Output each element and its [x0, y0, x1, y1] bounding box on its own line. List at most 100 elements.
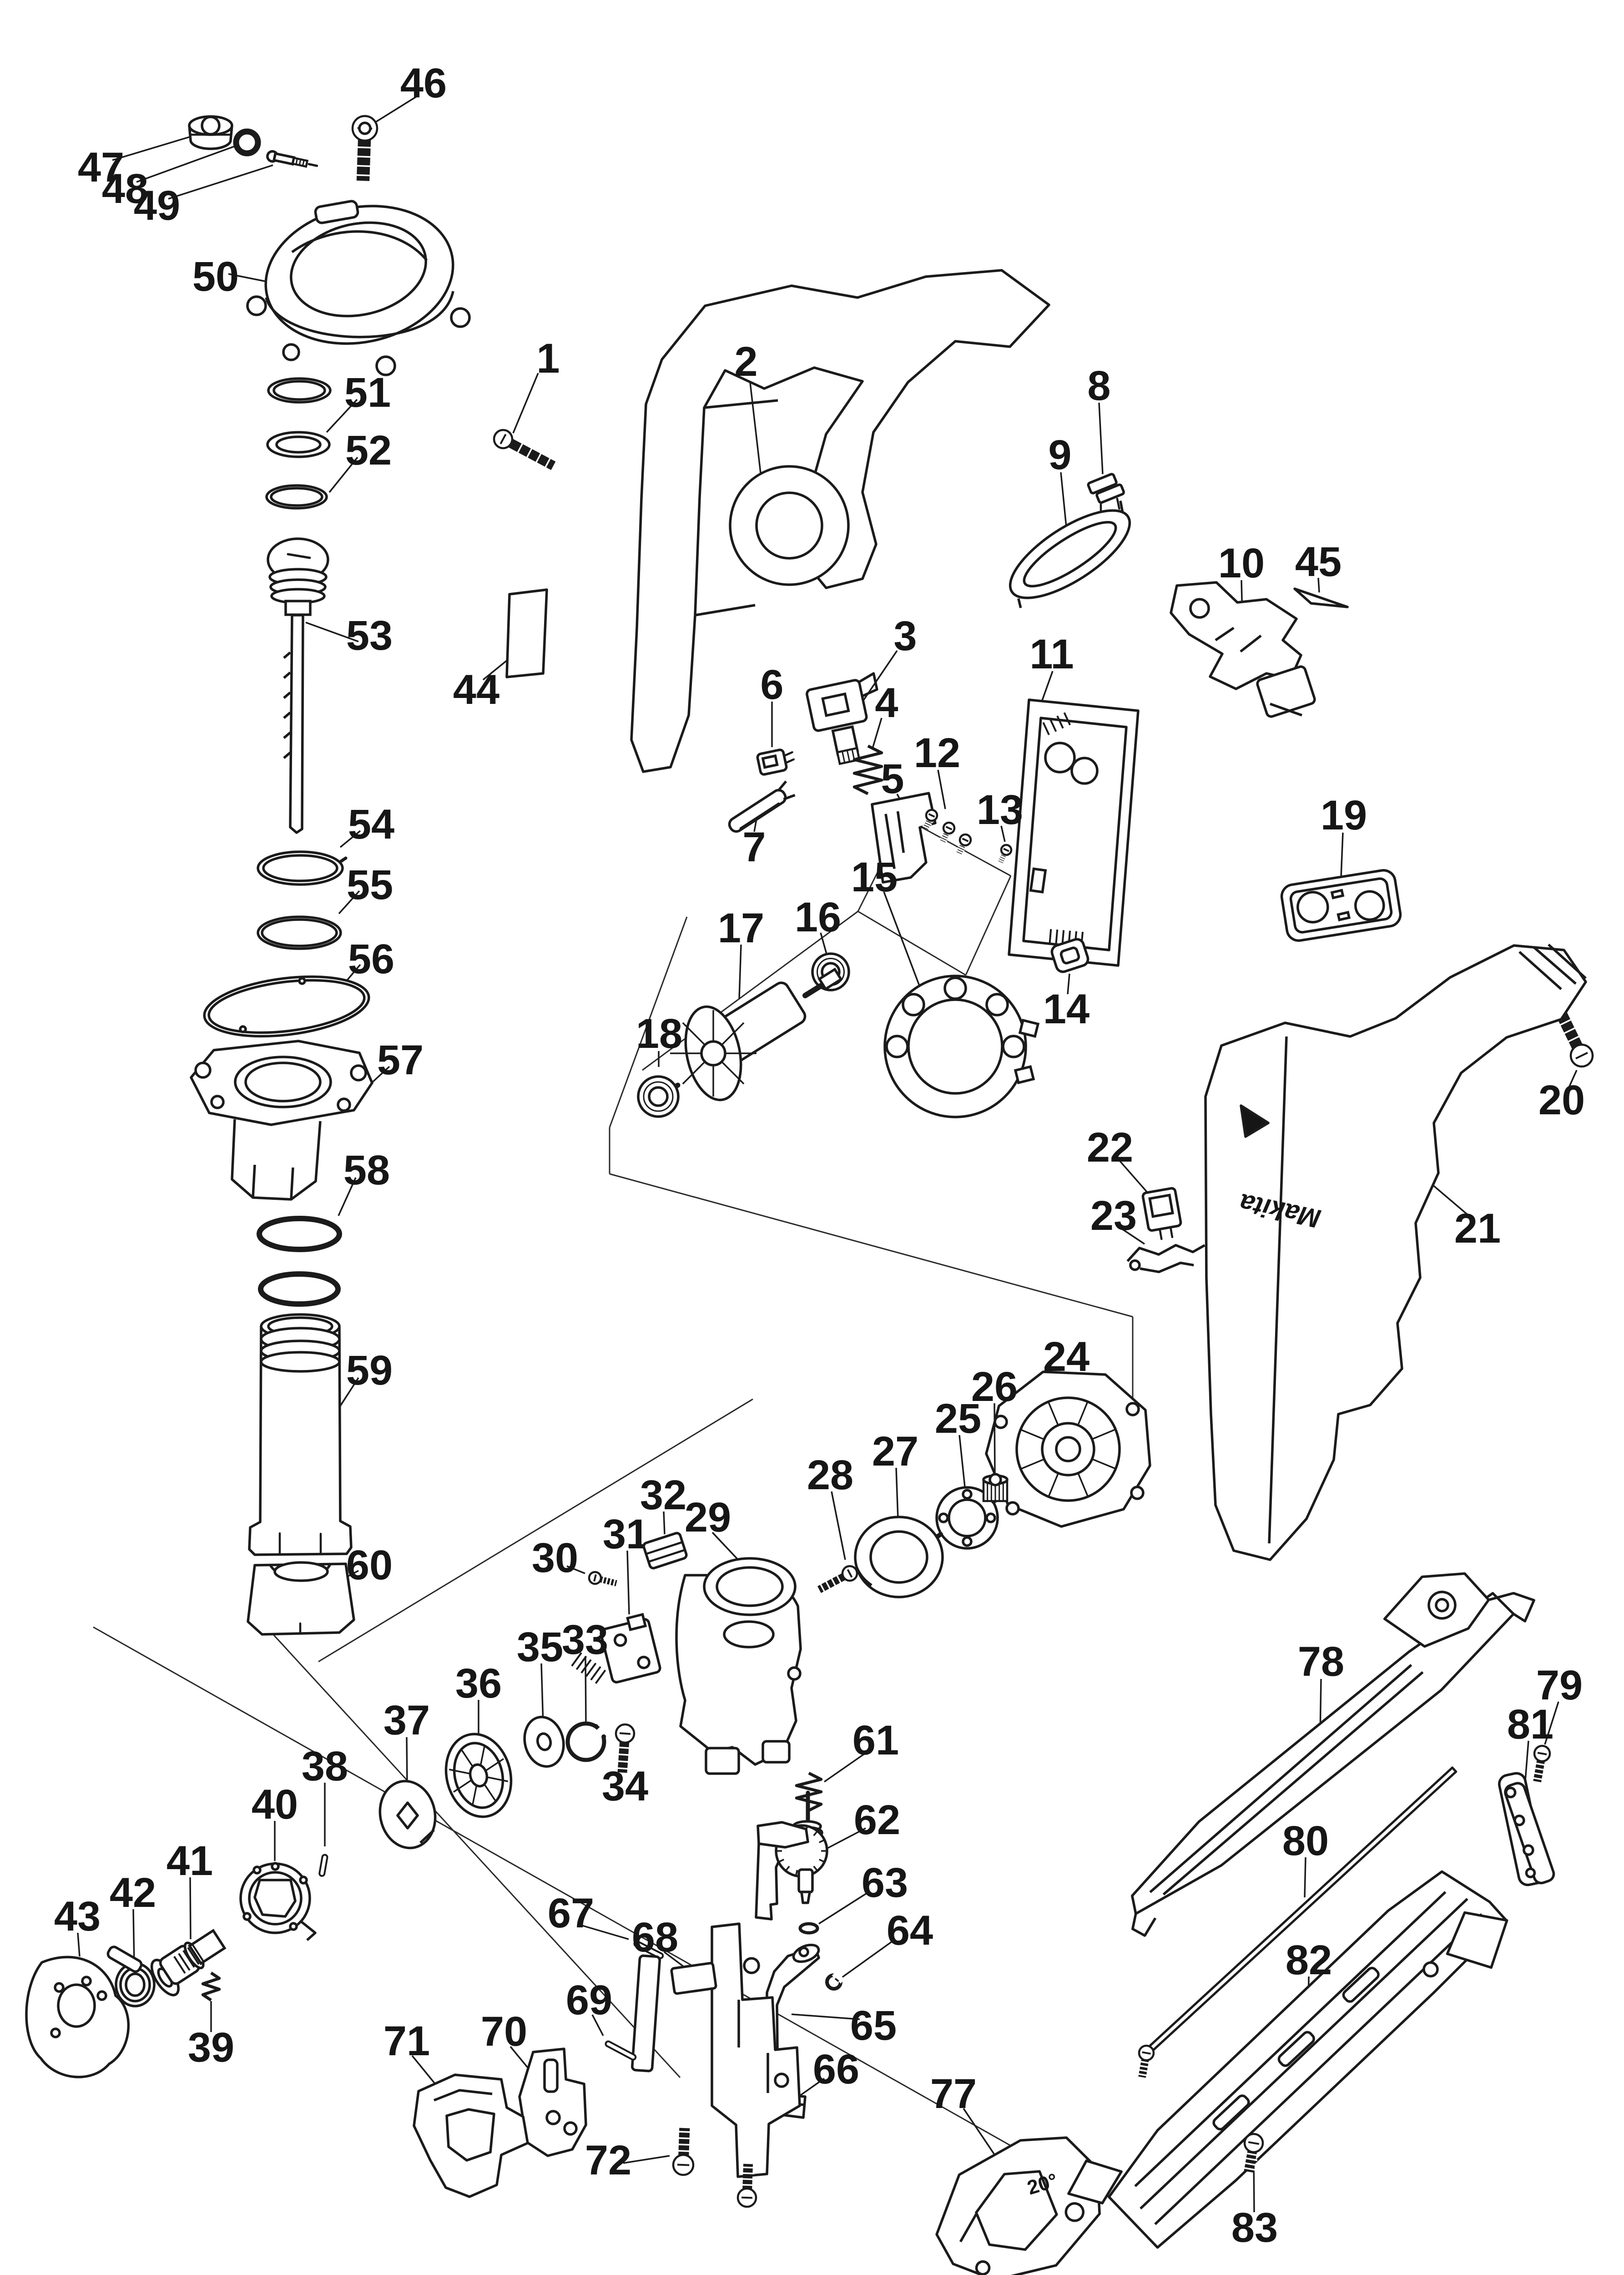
shape-rect — [1087, 473, 1118, 495]
part-69-label: 69 — [566, 1977, 612, 2023]
shape-path — [884, 811, 905, 869]
part-27: 27 — [854, 1428, 944, 1598]
part-23-leader — [1122, 1228, 1145, 1245]
part-31-leader — [626, 1550, 630, 1615]
part-5-glyph — [871, 792, 937, 884]
shape-path — [1108, 1870, 1508, 2249]
part-41: 41 — [150, 1838, 227, 1997]
part-61-glyph — [795, 1772, 823, 1812]
shape-circle — [337, 1097, 351, 1112]
part-32: 32 — [640, 1472, 688, 1570]
part-36: 36 — [444, 1660, 513, 1818]
part-19: 19 — [1280, 792, 1402, 942]
part-11-leader — [1041, 671, 1054, 702]
part-72-leader — [623, 2155, 670, 2164]
part-26-label: 26 — [971, 1364, 1018, 1410]
part-69-glyph — [605, 2040, 637, 2061]
part-61-leader — [824, 1752, 867, 1783]
shape-circle — [50, 2027, 61, 2038]
shape-path — [289, 614, 304, 834]
shape-path — [301, 1921, 317, 1941]
shape-pin — [633, 1940, 664, 1959]
part-47: 47 — [78, 115, 233, 191]
shape-ellipse — [261, 918, 338, 947]
shape-spokes — [1021, 1402, 1115, 1496]
shape-path — [1126, 1244, 1205, 1262]
part-58-glyph — [257, 1216, 342, 1307]
shape-ellipse — [262, 854, 338, 882]
part-9-label: 9 — [1048, 432, 1071, 478]
part-27-label: 27 — [872, 1428, 918, 1475]
part-81-glyph — [1498, 1772, 1555, 1886]
part-82-glyph — [1067, 1870, 1508, 2249]
part-61: 61 — [795, 1717, 899, 1812]
shape-screw — [817, 1565, 858, 1593]
shape-spring — [201, 1972, 221, 2002]
shape-circle — [271, 1862, 280, 1871]
shape-circle — [1005, 1501, 1020, 1516]
part-67-glyph — [633, 1940, 664, 1959]
part-35-leader — [540, 1663, 544, 1725]
part-11-label: 11 — [1029, 631, 1074, 677]
shape-rect — [106, 1946, 143, 1973]
part-80-leader — [1304, 1857, 1306, 1898]
shape-ellipse — [57, 1983, 96, 2028]
shape-circle — [938, 1512, 949, 1523]
part-7-label: 7 — [742, 824, 766, 870]
part-47-leader — [112, 136, 192, 161]
part-53-leader — [305, 622, 359, 642]
shape-circle — [299, 1876, 308, 1885]
shape-knurl — [291, 157, 309, 168]
shape-circle — [81, 1976, 92, 1987]
shape-line — [645, 1541, 684, 1555]
part-66-label: 66 — [813, 2046, 859, 2093]
part-14-label: 14 — [1043, 986, 1089, 1032]
shape-rect — [187, 1929, 227, 1966]
part-35-glyph — [523, 1715, 565, 1768]
shape-rect — [1095, 483, 1125, 504]
shape-circle — [962, 1489, 973, 1500]
shape-circle — [907, 998, 1004, 1095]
shape-path — [1204, 944, 1587, 1561]
part-15-glyph — [883, 975, 1040, 1118]
part-10-glyph — [1170, 581, 1316, 718]
part-13-label: 13 — [977, 787, 1023, 833]
shape-circle — [1435, 1598, 1449, 1613]
shape-ellipse — [869, 1530, 928, 1584]
part-48-label: 48 — [102, 166, 148, 212]
part-12-label: 12 — [914, 730, 960, 776]
part-22-label: 22 — [1087, 1124, 1133, 1171]
part-50: 50 — [192, 200, 471, 376]
shape-path — [433, 2089, 493, 2102]
part-2: 2 — [630, 269, 1050, 773]
shape-comb — [173, 1944, 204, 1974]
part-33-label: 33 — [562, 1617, 608, 1663]
part-67: 67 — [548, 1890, 664, 1959]
shape-circle — [545, 2110, 561, 2125]
shape-path — [1067, 2159, 1123, 2204]
part-30-leader — [566, 1565, 585, 1574]
part-42-leader — [132, 1909, 135, 1965]
part-49-leader — [168, 164, 273, 200]
part-83: 83 — [1137, 2044, 1278, 2251]
shape-circle — [975, 2260, 991, 2275]
part-30-glyph — [588, 1571, 617, 1587]
shape-path — [252, 1164, 294, 1200]
part-43-glyph — [25, 1946, 143, 2078]
shape-circle — [962, 1536, 973, 1547]
shape-path — [975, 2170, 1058, 2251]
part-8: 8 — [1087, 363, 1125, 516]
shape-circle — [282, 343, 300, 361]
part-64-glyph — [825, 1971, 845, 1991]
part-19-label: 19 — [1321, 792, 1367, 839]
shape-circle — [902, 993, 925, 1016]
part-56-glyph — [203, 975, 370, 1038]
part-46-label: 46 — [400, 60, 447, 106]
part-60-label: 60 — [346, 1542, 393, 1588]
shape-path — [291, 230, 428, 261]
shape-line — [1116, 497, 1120, 510]
part-50-glyph — [246, 200, 471, 376]
part-67-label: 67 — [548, 1890, 594, 1936]
part-25-label: 25 — [935, 1395, 981, 1442]
shape-path — [505, 588, 548, 678]
